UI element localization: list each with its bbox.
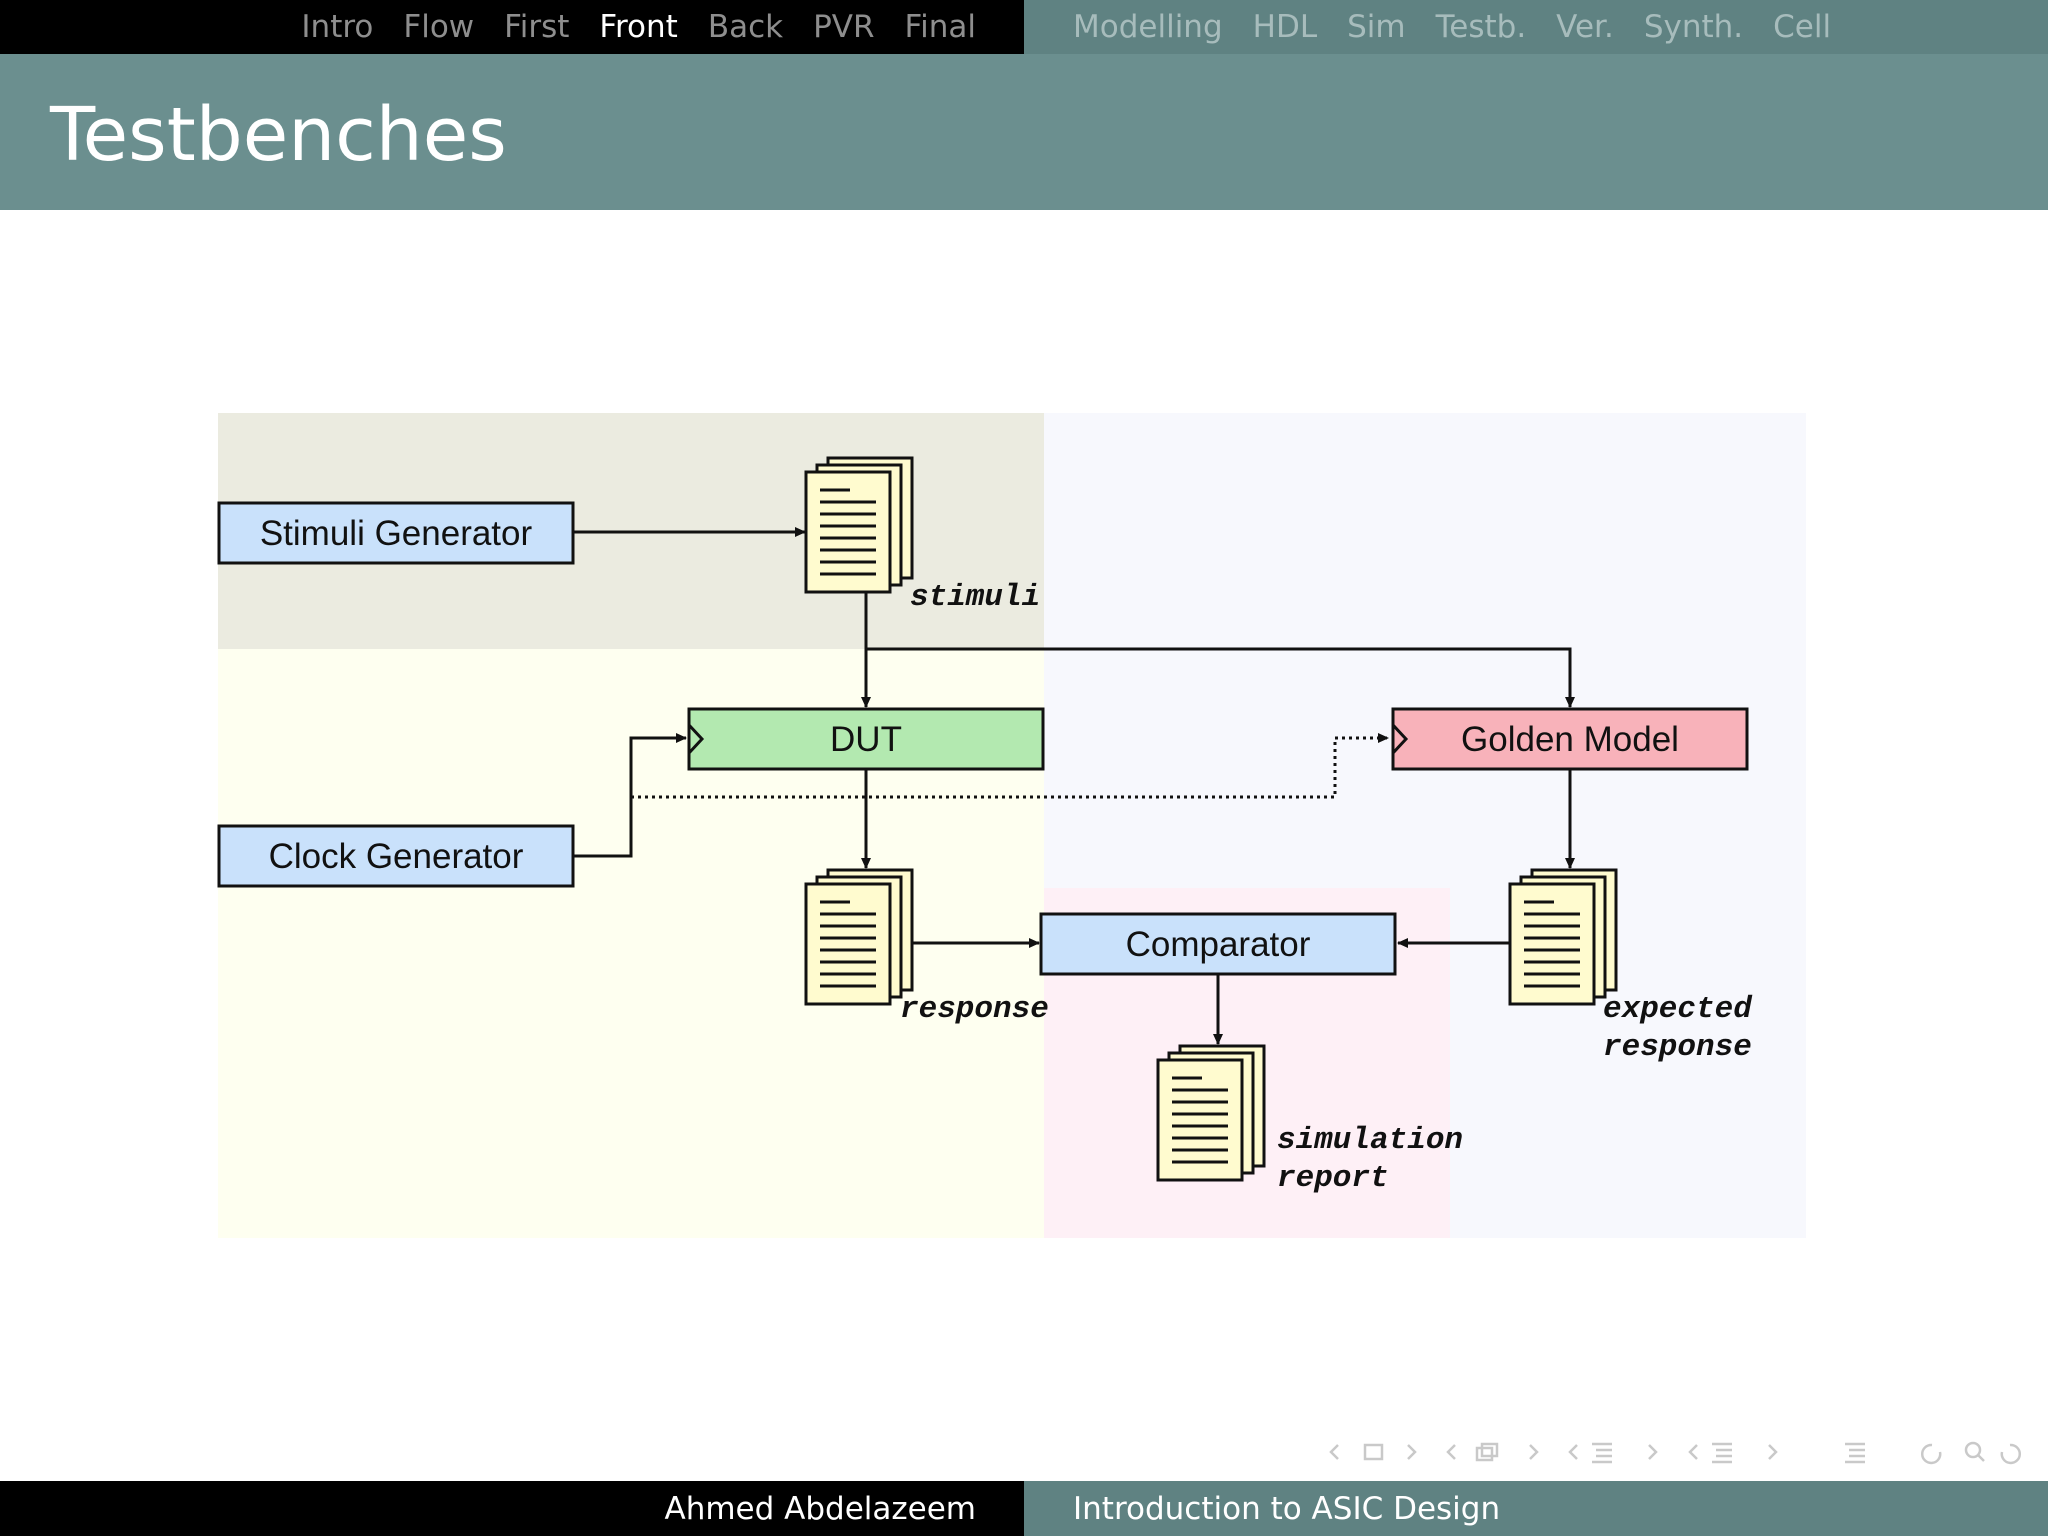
nav-item-first[interactable]: First bbox=[504, 9, 570, 45]
dut-box: DUT bbox=[687, 707, 1045, 771]
simulation-report-label-line1: simulation bbox=[1277, 1123, 1463, 1158]
title-bar: Testbenches bbox=[0, 54, 2048, 210]
nav-left-section: Intro Flow First Front Back PVR Final bbox=[0, 0, 1024, 54]
response-document-icon bbox=[804, 868, 914, 1006]
subsection-icon[interactable] bbox=[1568, 1442, 1658, 1464]
subsection-nav[interactable] bbox=[1446, 1442, 1539, 1462]
footer-left: Ahmed Abdelazeem bbox=[0, 1481, 1024, 1536]
search-icon[interactable] bbox=[1964, 1441, 1982, 1459]
back-icon[interactable] bbox=[1920, 1443, 1942, 1465]
arrow-left-icon[interactable] bbox=[1329, 1444, 1339, 1460]
footer-bar: Ahmed Abdelazeem Introduction to ASIC De… bbox=[0, 1481, 2048, 1536]
stimuli-label: stimuli bbox=[910, 580, 1040, 615]
nav-right-section: Modelling HDL Sim Testb. Ver. Synth. Cel… bbox=[1024, 0, 2048, 54]
comparator-box: Comparator bbox=[1039, 912, 1397, 976]
stimuli-generator-box: Stimuli Generator bbox=[217, 501, 575, 565]
stimuli-generator-label: Stimuli Generator bbox=[260, 514, 533, 553]
appendix-nav[interactable] bbox=[1845, 1442, 1865, 1464]
nav-item-back[interactable]: Back bbox=[707, 9, 784, 45]
nav-item-pvr[interactable]: PVR bbox=[813, 9, 875, 45]
slide-title: Testbenches bbox=[50, 92, 507, 178]
comparator-label: Comparator bbox=[1126, 925, 1311, 964]
nav-item-synth[interactable]: Synth. bbox=[1643, 9, 1744, 45]
nav-item-hdl[interactable]: HDL bbox=[1252, 9, 1318, 45]
expected-response-label-line1: expected bbox=[1603, 992, 1753, 1027]
clock-generator-box: Clock Generator bbox=[217, 824, 575, 888]
nav-item-sim[interactable]: Sim bbox=[1347, 9, 1406, 45]
nav-item-final[interactable]: Final bbox=[904, 9, 976, 45]
dut-label: DUT bbox=[830, 720, 902, 759]
top-navigation-bar: Intro Flow First Front Back PVR Final Mo… bbox=[0, 0, 2048, 54]
clock-generator-label: Clock Generator bbox=[269, 837, 524, 876]
footer-right: Introduction to ASIC Design bbox=[1024, 1481, 2048, 1536]
footer-course-title: Introduction to ASIC Design bbox=[1073, 1490, 1501, 1527]
beamer-navigation-symbols bbox=[1329, 1441, 2022, 1465]
nav-item-cell[interactable]: Cell bbox=[1773, 9, 1832, 45]
stimuli-document-icon bbox=[804, 456, 914, 594]
golden-model-label: Golden Model bbox=[1461, 720, 1679, 759]
simulation-report-document-icon bbox=[1156, 1044, 1266, 1182]
nav-item-testb[interactable]: Testb. bbox=[1435, 9, 1527, 45]
clock-connection-dotted bbox=[631, 733, 1389, 799]
expected-response-document-icon bbox=[1508, 868, 1618, 1006]
nav-item-modelling[interactable]: Modelling bbox=[1073, 9, 1223, 45]
nav-item-front[interactable]: Front bbox=[599, 9, 678, 45]
nav-item-flow[interactable]: Flow bbox=[403, 9, 475, 45]
section-icon[interactable] bbox=[1688, 1442, 1778, 1464]
nav-item-ver[interactable]: Ver. bbox=[1556, 9, 1614, 45]
connections bbox=[573, 527, 1575, 1045]
response-label: response bbox=[900, 992, 1049, 1027]
nav-item-intro[interactable]: Intro bbox=[301, 9, 374, 45]
arrow-right-icon[interactable] bbox=[1407, 1444, 1417, 1460]
frame-nav[interactable] bbox=[1329, 1443, 1417, 1461]
forward-icon[interactable] bbox=[2000, 1443, 2022, 1465]
frame-icon bbox=[1363, 1443, 1384, 1461]
simulation-report-label-line2: report bbox=[1277, 1161, 1389, 1196]
expected-response-label-line2: response bbox=[1603, 1030, 1752, 1065]
footer-author: Ahmed Abdelazeem bbox=[664, 1490, 976, 1527]
golden-model-box: Golden Model bbox=[1391, 707, 1749, 771]
